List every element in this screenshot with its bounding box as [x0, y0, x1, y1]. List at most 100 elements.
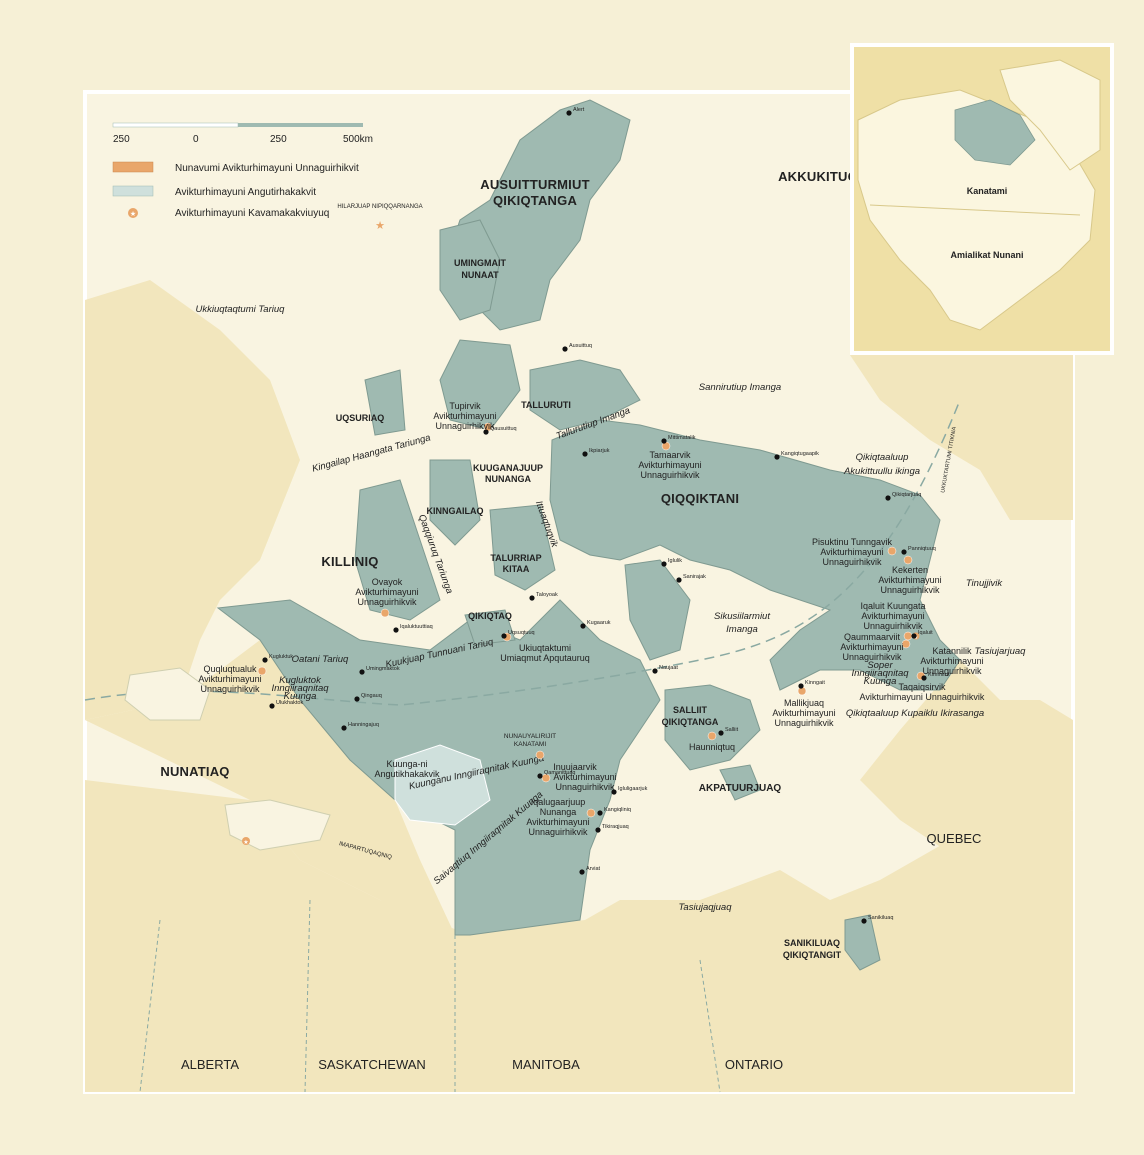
park-marker[interactable]	[586, 808, 596, 818]
community-dot[interactable]	[393, 627, 399, 633]
community-dot[interactable]	[652, 668, 658, 674]
kinngailaq-island	[429, 459, 481, 546]
river-label: Kuunga	[284, 691, 317, 702]
region-label: AKKUKITUQ	[778, 169, 858, 184]
park-label: Haunniqtuq	[689, 742, 735, 752]
quebec-land	[860, 660, 1073, 860]
river-label: Soper	[867, 660, 893, 671]
community-dot[interactable]	[359, 669, 365, 675]
community-label: Taloyoak	[536, 592, 558, 598]
community-label: Umingmaktok	[366, 666, 400, 672]
community-dot[interactable]	[595, 827, 601, 833]
great-slave-lake	[224, 799, 331, 851]
community-dot[interactable]	[661, 561, 667, 567]
community-dot[interactable]	[911, 633, 917, 639]
community-dot[interactable]	[901, 549, 907, 555]
community-dot[interactable]	[537, 773, 543, 779]
community-label: Alert	[573, 107, 585, 113]
community-dot[interactable]	[861, 918, 867, 924]
water-label: Ukkiuqtaqtumi Tariuq	[196, 304, 286, 315]
community-label: Iqaluktuuttiaq	[400, 624, 433, 630]
coats-island	[719, 764, 761, 801]
community-label: Hanningajuq	[348, 722, 379, 728]
community-dot[interactable]	[269, 703, 275, 709]
community-dot[interactable]	[501, 633, 507, 639]
nunavut-locator	[954, 99, 1036, 166]
water-label: Tasiujaqjuaq	[679, 902, 733, 913]
province-label: SASKATCHEWAN	[318, 1057, 426, 1072]
region-label: AKPATUURJUAQ	[699, 783, 782, 794]
scale-bar-segment	[112, 122, 239, 128]
community-label: Ulukhaktok	[276, 700, 303, 706]
scale-bar: 250 0 250 500km	[112, 122, 373, 145]
park-marker[interactable]	[257, 666, 267, 676]
province-labels: ALBERTA SASKATCHEWAN MANITOBA ONTARIO QU…	[181, 831, 981, 1072]
community-dot[interactable]	[566, 110, 572, 116]
community-label: Ausuittuq	[569, 343, 592, 349]
community-dot[interactable]	[579, 869, 585, 875]
river-label: Kugluktok	[279, 675, 322, 686]
greenland-land	[850, 355, 1073, 520]
legend-item-label: Nunavumi Avikturhimayuni Unnaguirhikvit	[175, 163, 359, 174]
community-dot[interactable]	[354, 696, 360, 702]
community-dot[interactable]	[582, 451, 588, 457]
community-dot[interactable]	[580, 623, 586, 629]
water-label: Qikiqtaaluup	[856, 452, 909, 463]
community-dot[interactable]	[798, 683, 804, 689]
province-boundaries	[139, 899, 721, 1093]
region-label: QIKIQTANGIT	[783, 950, 842, 960]
park-marker[interactable]	[887, 546, 897, 556]
community-label: Qamanittuaq	[544, 770, 576, 776]
water-label: Imanga	[726, 624, 758, 635]
park-marker[interactable]	[380, 608, 390, 618]
community-label: Tikiraqjuaq	[602, 824, 629, 830]
community-dot[interactable]	[597, 810, 603, 816]
community-dot[interactable]	[562, 346, 568, 352]
park-marker[interactable]	[535, 750, 545, 760]
park-marker[interactable]	[901, 639, 911, 649]
community-dot[interactable]	[483, 429, 489, 435]
baffin-island	[549, 419, 961, 691]
community-dot[interactable]	[774, 454, 780, 460]
community-dot[interactable]	[676, 577, 682, 583]
park-marker[interactable]	[541, 773, 551, 783]
water-label: Akukittuullu ikinga	[843, 466, 920, 477]
community-label: Sanikiluaq	[868, 915, 893, 921]
community-dot[interactable]	[262, 657, 268, 663]
community-label: Arviat	[586, 866, 601, 872]
legend-item-label: Avikturhimayuni Kavamakakviuyuq	[175, 208, 329, 219]
community-label: Ikpiarjuk	[589, 448, 610, 454]
community-dot[interactable]	[718, 730, 724, 736]
park-marker[interactable]	[903, 555, 913, 565]
river-label: Inngiiraqnitaq	[271, 683, 329, 694]
southern-mainland	[85, 780, 1073, 1092]
star-circle-icon[interactable]: ★	[242, 837, 250, 846]
community-dot[interactable]	[661, 438, 667, 444]
park-marker[interactable]	[707, 731, 717, 741]
community-dot[interactable]	[611, 789, 617, 795]
svg-text:★: ★	[914, 635, 919, 641]
region-label: TALURRIAP	[490, 553, 541, 563]
community-label: Kangiqliniq	[604, 807, 631, 813]
water-label: Tasiujarjuaq	[975, 646, 1027, 657]
community-dot[interactable]	[529, 595, 535, 601]
legend-swatch-sanctuary	[112, 185, 154, 197]
svg-text:★: ★	[130, 210, 136, 218]
community-dot[interactable]	[921, 675, 927, 681]
water-label: Sannirutiup Imanga	[699, 382, 781, 393]
river-label: Kuunga	[864, 676, 897, 687]
region-label: KINNGAILAQ	[427, 506, 484, 516]
legend-item-label: Avikturhimayuni Angutirhakakvit	[175, 187, 316, 198]
star-circle-icon: ★	[128, 208, 138, 218]
park-marker[interactable]	[903, 631, 913, 641]
community-dot[interactable]	[341, 725, 347, 731]
region-label: QIKIQTANGA	[493, 193, 577, 208]
community-dot[interactable]	[885, 495, 891, 501]
